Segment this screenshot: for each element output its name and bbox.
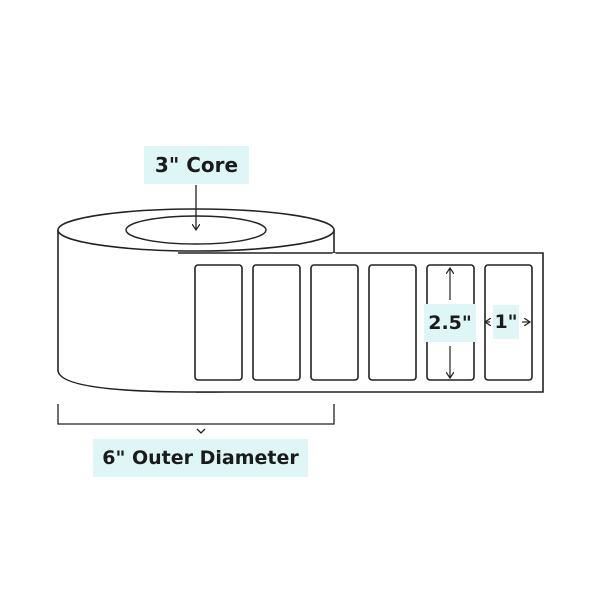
core-size-label: 3" Core <box>144 146 249 184</box>
label-height-label: 2.5" <box>424 304 476 342</box>
label-width-label: 1" <box>493 305 519 339</box>
label-1 <box>194 264 243 381</box>
label-2 <box>252 264 301 381</box>
label-3 <box>310 264 359 381</box>
diameter-bracket <box>57 404 335 425</box>
chevron-down-icon <box>196 428 206 434</box>
label-4 <box>368 264 417 381</box>
outer-diameter-label: 6" Outer Diameter <box>93 439 308 477</box>
